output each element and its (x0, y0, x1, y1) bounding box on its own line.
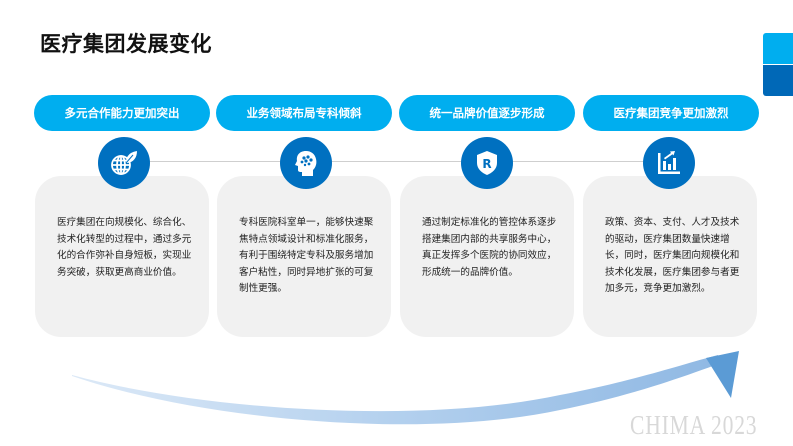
heading-label: 业务领域布局专科倾斜 (246, 106, 362, 120)
head-brain-icon (295, 151, 317, 176)
heading-pill-4: 医疗集团竞争更加激烈 (583, 95, 759, 131)
icon-badge-3: R (461, 137, 513, 189)
timeline-connector (512, 161, 662, 162)
corner-accent-light (763, 33, 793, 64)
icon-badge-2 (280, 137, 332, 189)
icon-badge-4 (643, 137, 695, 189)
heading-pill-2: 业务领域布局专科倾斜 (216, 95, 392, 131)
growth-chart-icon (658, 151, 680, 174)
timeline-connector (330, 161, 480, 162)
heading-pill-3: 统一品牌价值逐步形成 (399, 95, 575, 131)
registered-shield-icon: R (477, 151, 497, 175)
card-body: 政策、资本、支付、人才及技术的驱动，医疗集团数量快速增长，同时，医疗集团向规模化… (605, 217, 740, 294)
card-1: 医疗集团在向规模化、综合化、技术化转型的过程中，通过多元化的合作弥补自身短板，实… (35, 176, 209, 337)
card-4: 政策、资本、支付、人才及技术的驱动，医疗集团数量快速增长，同时，医疗集团向规模化… (583, 176, 757, 337)
card-body: 医疗集团在向规模化、综合化、技术化转型的过程中，通过多元化的合作弥补自身短板，实… (57, 217, 192, 278)
heading-pill-1: 多元合作能力更加突出 (34, 95, 210, 131)
globe-leaf-icon (111, 151, 137, 175)
watermark: CHIMA 2023 (630, 410, 758, 440)
heading-label: 医疗集团竞争更加激烈 (613, 106, 729, 120)
heading-label: 多元合作能力更加突出 (64, 106, 180, 120)
card-3: 通过制定标准化的管控体系逐步搭建集团内部的共享服务中心，真正发挥多个医院的协同效… (400, 176, 574, 337)
timeline-connector (148, 161, 296, 162)
svg-text:R: R (482, 157, 491, 171)
card-body: 通过制定标准化的管控体系逐步搭建集团内部的共享服务中心，真正发挥多个医院的协同效… (422, 217, 557, 278)
heading-label: 统一品牌价值逐步形成 (429, 106, 545, 120)
page-title: 医疗集团发展变化 (40, 32, 212, 56)
card-body: 专科医院科室单一，能够快速聚焦特点领域设计和标准化服务，有利于围绕特定专科及服务… (239, 217, 374, 294)
icon-badge-1 (98, 137, 150, 189)
card-2: 专科医院科室单一，能够快速聚焦特点领域设计和标准化服务，有利于围绕特定专科及服务… (217, 176, 391, 337)
corner-accent-dark (763, 65, 793, 96)
